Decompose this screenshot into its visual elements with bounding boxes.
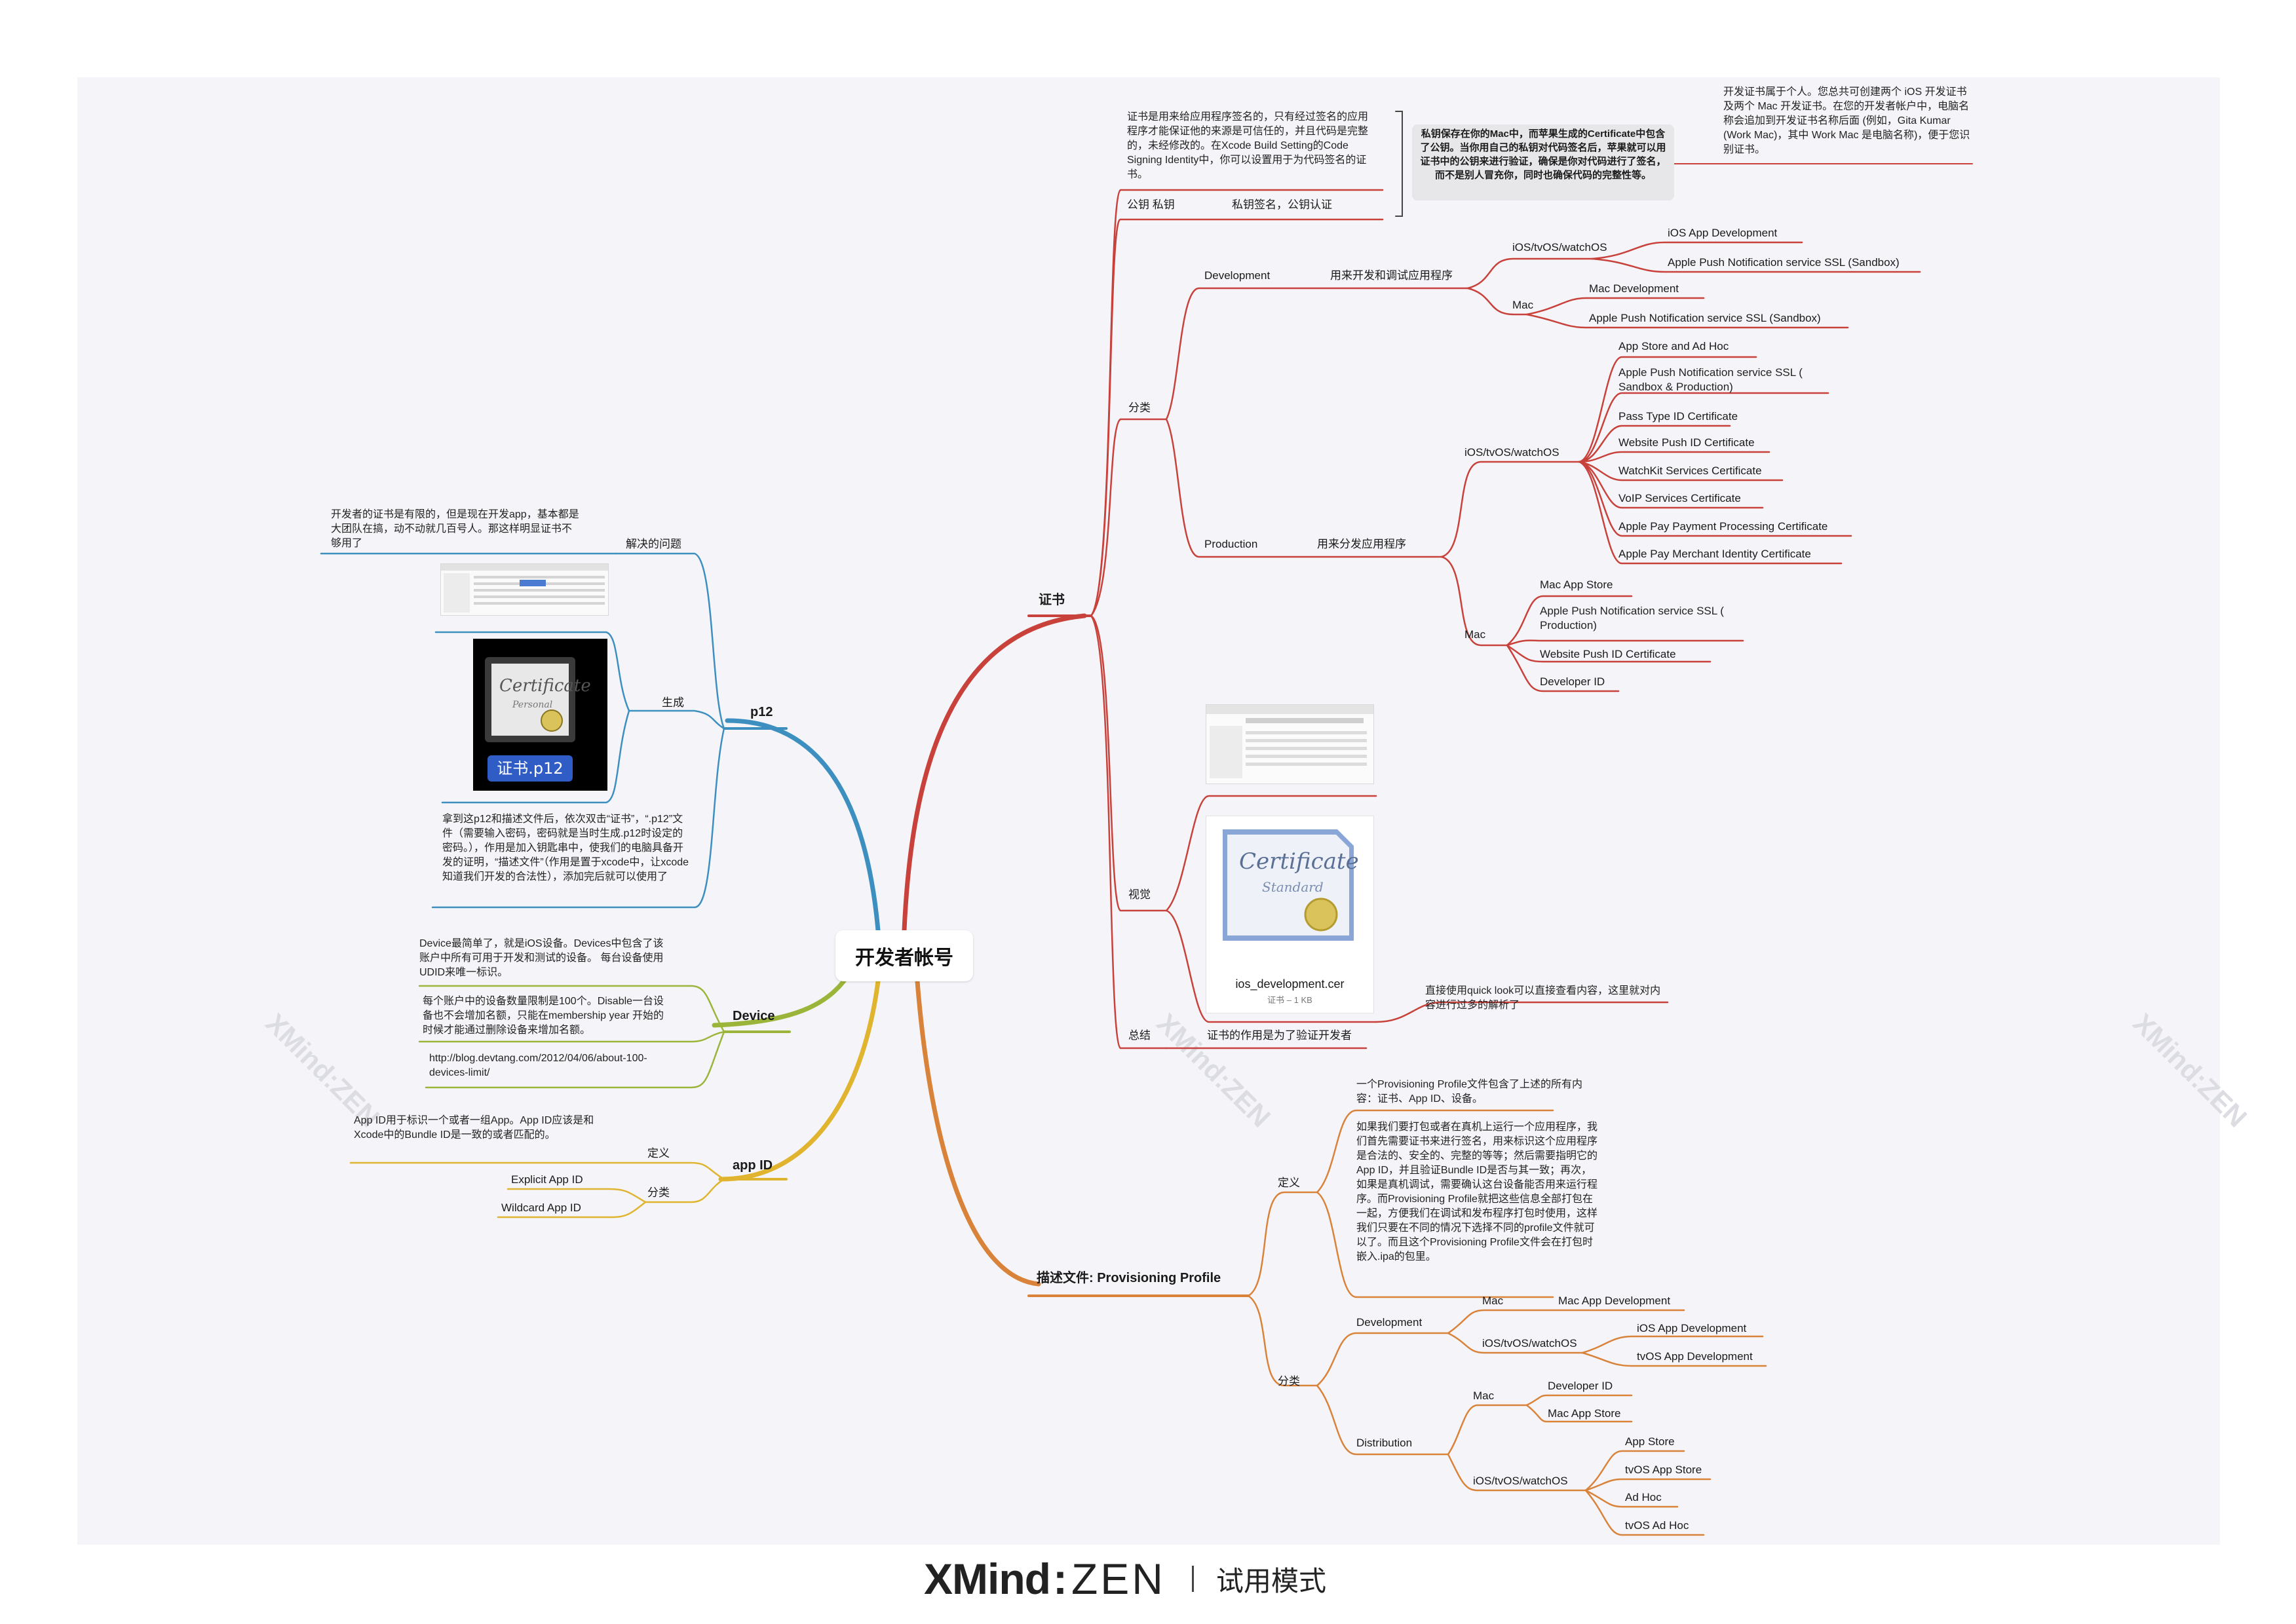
profile-category[interactable]: 分类 [1278,1375,1300,1388]
cert-prod-ios-item-7[interactable]: Apple Pay Merchant Identity Certificate [1618,548,1811,560]
root-topic[interactable]: 开发者帐号 [835,930,973,981]
device-note-2: 每个账户中的设备数量限制是100个。Disable一台设备也不会增加名额，只能在… [423,996,664,1036]
cert-prod-label[interactable]: Production [1204,538,1258,550]
appid-def-text: App ID用于标识一个或者一组App。App ID应该是和Xcode中的Bun… [354,1115,594,1141]
profile-dist-ios-item-3[interactable]: tvOS Ad Hoc [1625,1519,1689,1532]
p12-gen-label[interactable]: 生成 [662,696,684,709]
cert-view-filesize: 证书 – 1 KB [1267,995,1312,1005]
profile-dev-ios-item-1[interactable]: tvOS App Development [1637,1350,1753,1363]
cert-prod-ios-item-3[interactable]: Website Push ID Certificate [1618,436,1755,449]
p12-usage-text: 拿到这p12和描述文件后，依次双击“证书”，“.p12”文件（需要输入密码，密码… [442,814,689,882]
cert-prod-ios-item-0[interactable]: App Store and Ad Hoc [1618,340,1729,352]
cert-prod-ios-item-4[interactable]: WatchKit Services Certificate [1618,464,1762,477]
screenshot-thumbnail-icon [1206,705,1373,778]
profile-def-1: 一个Provisioning Profile文件包含了上述的所有内容：证书、Ap… [1356,1079,1582,1105]
profile-dist-label[interactable]: Distribution [1356,1437,1413,1449]
svg-text:Certificate: Certificate [499,676,591,696]
cert-prod-ios-item-5[interactable]: VoIP Services Certificate [1618,492,1741,504]
cert-dev-ios-item-1[interactable]: Apple Push Notification service SSL (San… [1668,256,1900,269]
appid-def-label[interactable]: 定义 [647,1147,670,1160]
branch-cert[interactable]: 证书 [1039,593,1065,607]
svg-text:Standard: Standard [1262,879,1324,895]
svg-text:证书.p12: 证书.p12 [497,759,563,778]
link-appid [718,979,881,1182]
certificate-file-icon: Certificate Standard [1223,829,1359,941]
cert-dev-mac-item-1[interactable]: Apple Push Notification service SSL (San… [1589,312,1821,324]
profile-dev-label[interactable]: Development [1356,1316,1423,1329]
branch-profile[interactable]: 描述文件: Provisioning Profile [1037,1271,1221,1285]
profile-dist-mac-item-0[interactable]: Developer ID [1548,1380,1613,1392]
cert-prod-mac-item-2[interactable]: Website Push ID Certificate [1540,648,1676,660]
cert-view-label[interactable]: 视觉 [1128,888,1151,901]
cert-note-right: 开发证书属于个人。您总共可创建两个 iOS 开发证书及两个 Mac 开发证书。在… [1723,86,1970,155]
cert-prod-mac[interactable]: Mac [1464,628,1486,641]
footer-edition: ZEN [1071,1555,1166,1603]
cert-summary-value[interactable]: 证书的作用是为了验证开发者 [1207,1029,1352,1042]
p12-file-icon: Certificate Personal 证书.p12 [485,657,591,782]
profile-dist-ios[interactable]: iOS/tvOS/watchOS [1473,1475,1568,1487]
profile-def-2: 如果我们要打包或者在真机上运行一个应用程序，我们首先需要证书来进行签名，用来标识… [1356,1122,1598,1262]
p12-problem-label[interactable]: 解决的问题 [626,538,681,550]
canvas [77,77,2220,1545]
cert-prod-ios-item-2[interactable]: Pass Type ID Certificate [1618,410,1738,423]
profile-dist-mac[interactable]: Mac [1473,1389,1495,1402]
cert-callout: 私钥保存在你的Mac中，而苹果生成的Certificate中包含了公钥。当你用自… [1412,124,1674,200]
profile-dist-ios-item-1[interactable]: tvOS App Store [1625,1463,1702,1476]
branch-device[interactable]: Device [733,1009,775,1023]
cert-pubpriv-label[interactable]: 公钥 私钥 [1127,198,1175,211]
device-note-1: Device最简单了，就是iOS设备。Devices中包含了该账户中所有可用于开… [419,938,664,978]
appid-cat-label[interactable]: 分类 [647,1186,670,1199]
cert-view-screenshot [1206,704,1374,784]
profile-dist-ios-item-2[interactable]: Ad Hoc [1625,1491,1662,1503]
cert-category[interactable]: 分类 [1128,402,1151,414]
profile-def-label[interactable]: 定义 [1278,1177,1300,1189]
cert-view-note: 直接使用quick look可以直接查看内容，这里就对内容进行过多的解析了 [1425,985,1661,1011]
cert-intro: 证书是用来给应用程序签名的，只有经过签名的应用程序才能保证他的来源是可信任的，并… [1127,111,1369,180]
cert-prod-ios-item-6[interactable]: Apple Pay Payment Processing Certificate [1618,520,1828,533]
footer: XMind : ZEN 试用模式 [924,1553,1326,1605]
cert-pubpriv-value[interactable]: 私钥签名，公钥认证 [1232,198,1332,211]
p12-gen-file[interactable]: Certificate Personal 证书.p12 [473,639,607,791]
p12-problem-text: 开发者的证书是有限的，但是现在开发app，基本都是大团队在搞，动不动就几百号人。… [331,509,579,549]
cert-dev-desc[interactable]: 用来开发和调试应用程序 [1330,269,1453,282]
cert-dev-mac[interactable]: Mac [1512,299,1534,311]
svg-text:Personal: Personal [512,700,552,710]
keychain-screenshot-icon [441,564,608,613]
footer-divider [1191,1566,1194,1592]
cert-prod-mac-item-3[interactable]: Developer ID [1540,675,1605,688]
link-cert [902,613,1087,933]
cert-prod-ios[interactable]: iOS/tvOS/watchOS [1464,446,1559,459]
footer-mode: 试用模式 [1215,1565,1326,1596]
profile-dev-mac-item-0[interactable]: Mac App Development [1558,1294,1671,1307]
device-note-3[interactable]: http://blog.devtang.com/2012/04/06/about… [429,1053,647,1078]
profile-dist-ios-item-0[interactable]: App Store [1625,1435,1675,1448]
footer-colon-icon: : [1052,1555,1067,1603]
cert-prod-mac-item-0[interactable]: Mac App Store [1540,578,1613,591]
link-p12 [725,718,881,933]
cert-dev-ios-item-0[interactable]: iOS App Development [1668,227,1778,239]
profile-dev-ios[interactable]: iOS/tvOS/watchOS [1482,1337,1577,1350]
profile-dev-ios-item-0[interactable]: iOS App Development [1637,1322,1747,1334]
cert-prod-ios-item-1[interactable]: Apple Push Notification service SSL ( Sa… [1618,366,1803,393]
cert-dev-label[interactable]: Development [1204,269,1271,282]
svg-text:Certificate: Certificate [1239,848,1359,875]
p12-gen-screenshot [440,563,609,616]
cert-prod-mac-item-1[interactable]: Apple Push Notification service SSL ( Pr… [1540,605,1724,632]
profile-dist-mac-item-1[interactable]: Mac App Store [1548,1407,1621,1420]
appid-cat-item-1[interactable]: Wildcard App ID [501,1201,581,1214]
link-profile [915,979,1041,1287]
cert-prod-desc[interactable]: 用来分发应用程序 [1317,538,1406,550]
cert-summary-label[interactable]: 总结 [1128,1029,1151,1042]
appid-cat-item-0[interactable]: Explicit App ID [511,1173,583,1186]
cert-view-file[interactable]: Certificate Standard ios_development.cer… [1206,816,1374,1013]
cert-dev-ios[interactable]: iOS/tvOS/watchOS [1512,241,1607,254]
footer-brand: XMind [924,1555,1051,1603]
profile-dev-mac[interactable]: Mac [1482,1294,1504,1307]
branch-p12[interactable]: p12 [750,705,773,719]
branch-appid[interactable]: app ID [733,1158,773,1173]
cert-dev-mac-item-0[interactable]: Mac Development [1589,282,1679,295]
cert-view-filename: ios_development.cer [1235,977,1345,991]
